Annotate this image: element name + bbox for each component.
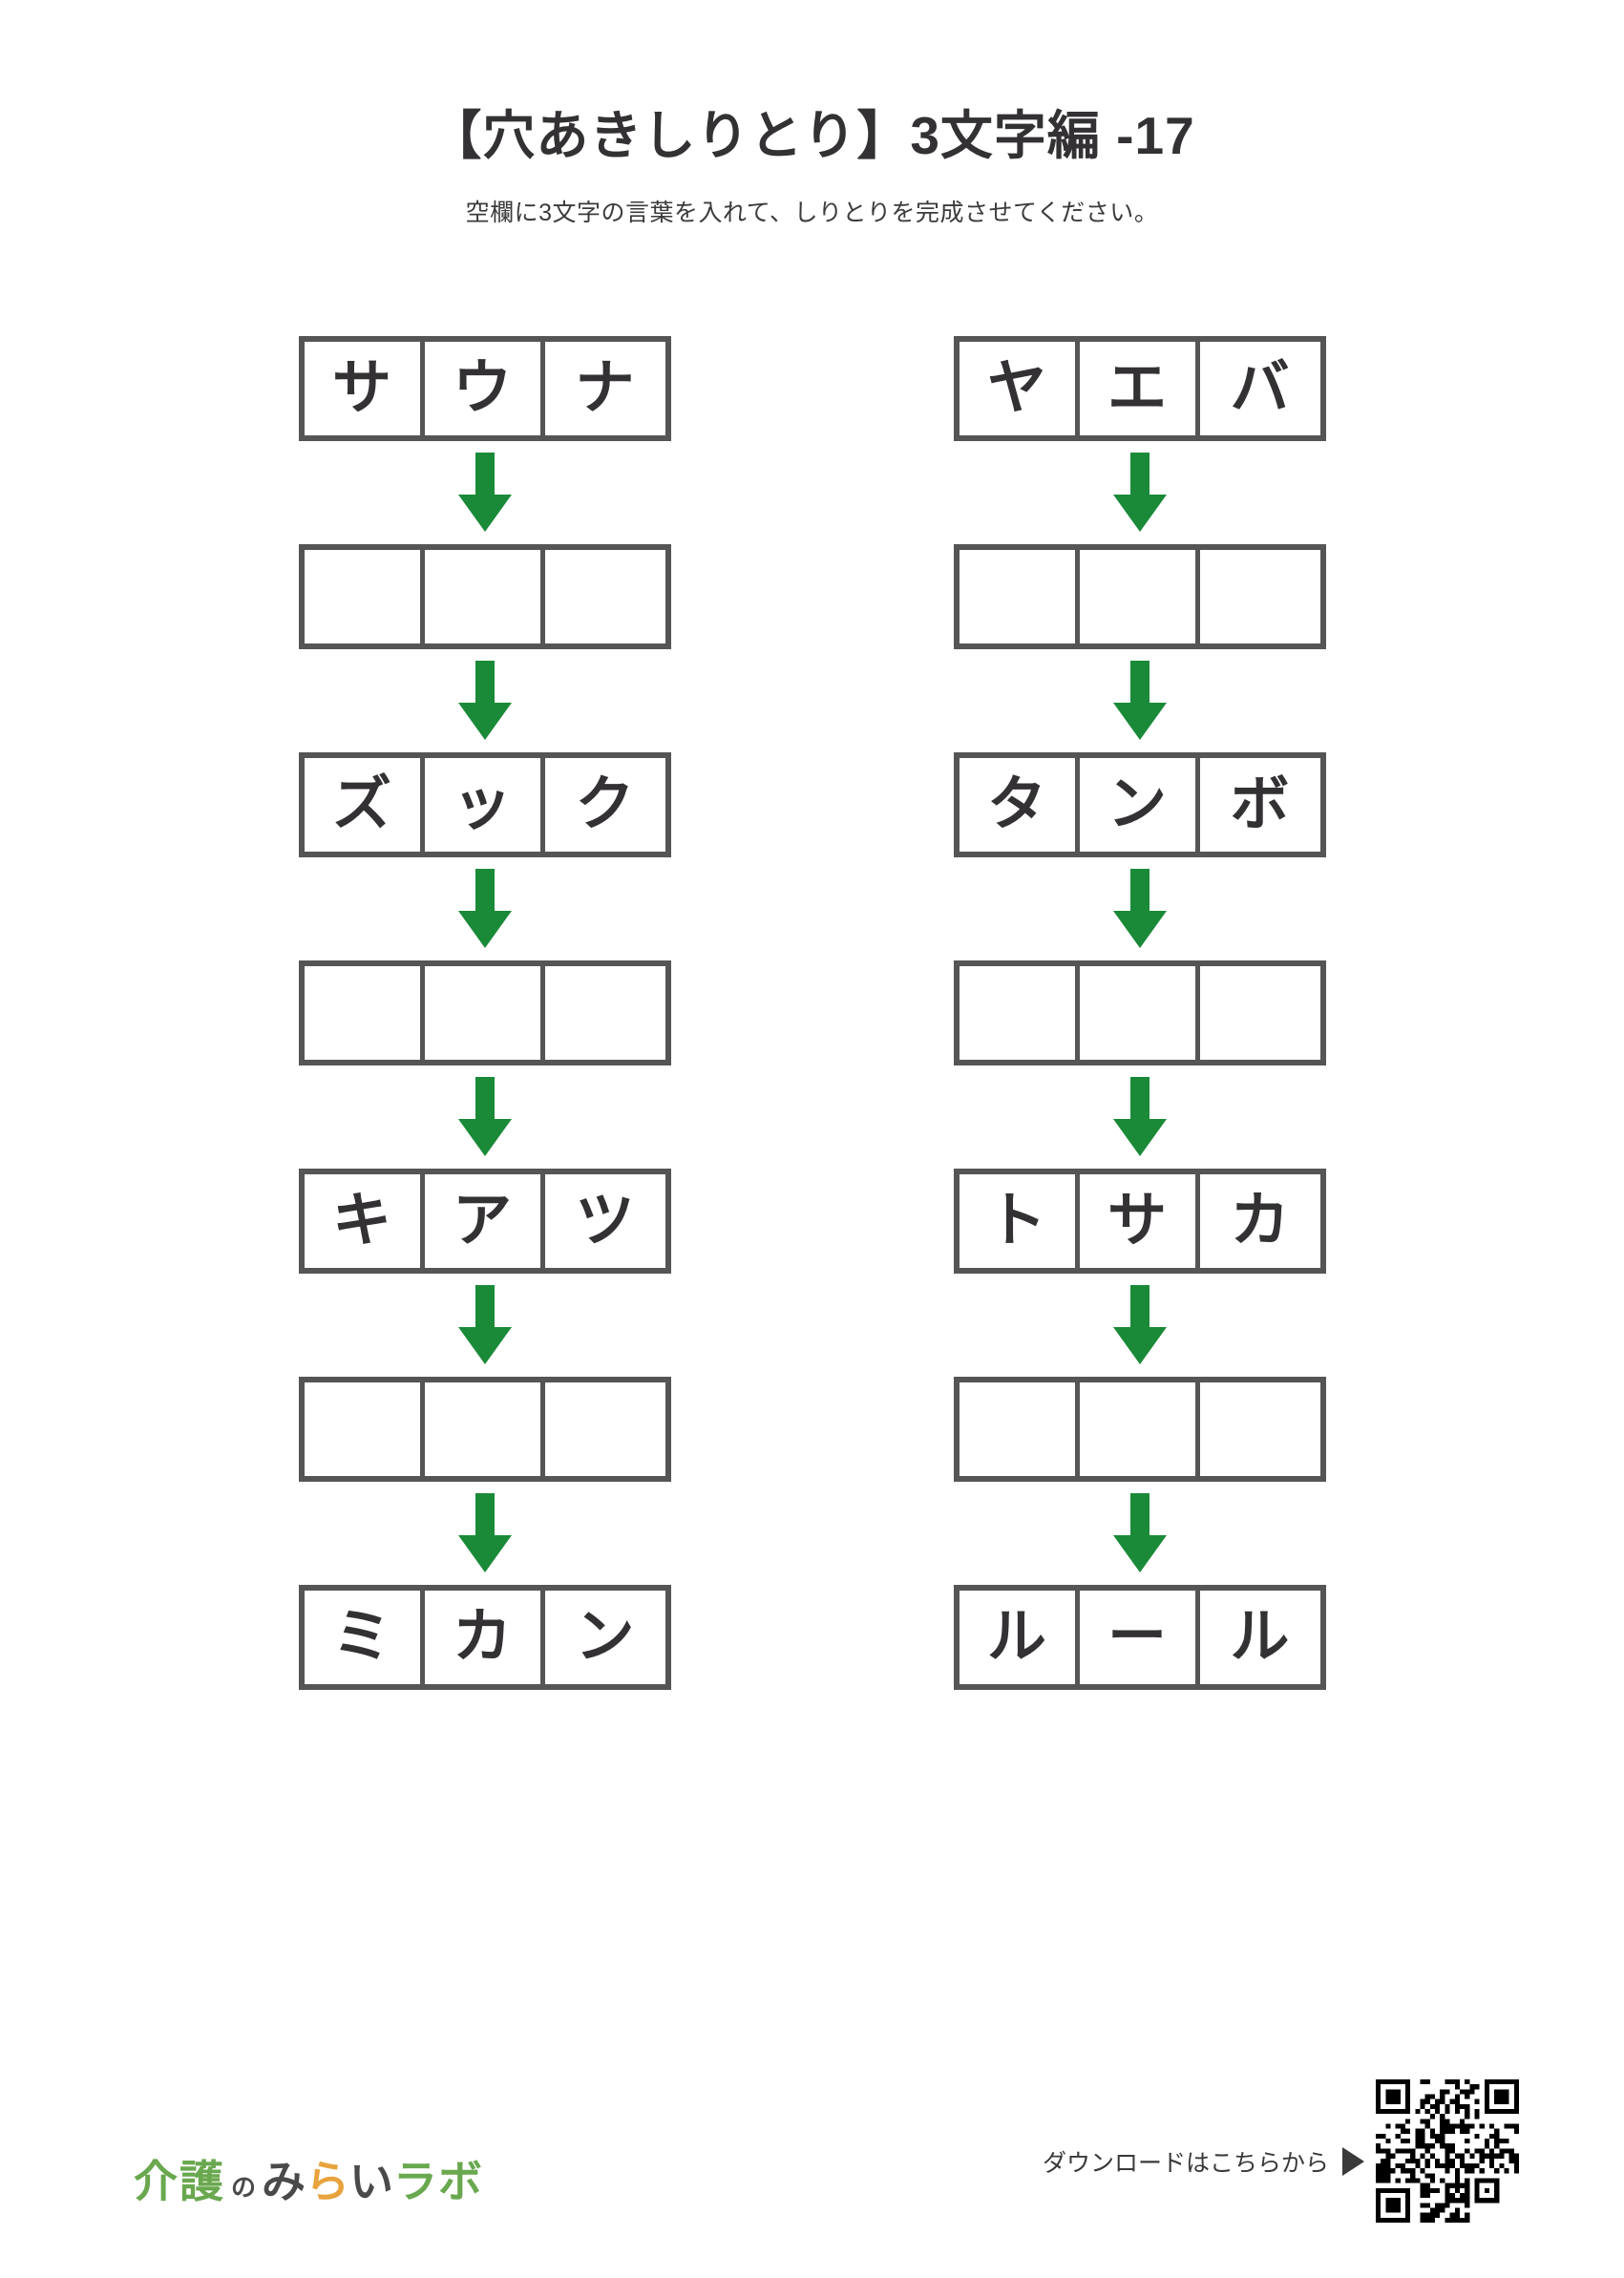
triangle-right-icon bbox=[1342, 2147, 1364, 2176]
arrow-slot bbox=[1112, 649, 1168, 752]
char-cell: ン bbox=[1079, 758, 1200, 852]
page-footer: 介護 の み ら い ラボ ダウンロードはこちらから bbox=[0, 2058, 1624, 2278]
answer-row[interactable] bbox=[953, 960, 1326, 1065]
arrow-slot bbox=[457, 857, 513, 960]
brand-logo: 介護 の み ら い ラボ bbox=[134, 2160, 483, 2204]
page-title: 【穴あきしりとり】3文字編 -17 bbox=[429, 106, 1195, 165]
answer-row[interactable] bbox=[953, 544, 1326, 649]
answer-cell[interactable] bbox=[424, 1382, 545, 1476]
logo-part-labo: ラボ bbox=[393, 2157, 484, 2206]
arrow-down-icon bbox=[457, 869, 512, 948]
puzzle-area: サウナズックキアツミカンヤエバタンボトサカルール bbox=[0, 336, 1624, 1690]
answer-cell[interactable] bbox=[544, 550, 665, 643]
arrow-slot bbox=[1112, 857, 1168, 960]
arrow-slot bbox=[457, 1065, 513, 1169]
answer-cell[interactable] bbox=[424, 966, 545, 1060]
arrow-down-icon bbox=[1112, 453, 1167, 532]
logo-part-ra: ら bbox=[306, 2157, 350, 2206]
char-cell: ル bbox=[1199, 1591, 1320, 1684]
answer-row[interactable] bbox=[298, 544, 671, 649]
arrow-slot bbox=[457, 1482, 513, 1585]
char-cell: ン bbox=[544, 1591, 665, 1684]
char-cell: サ bbox=[1079, 1174, 1200, 1268]
answer-cell[interactable] bbox=[304, 1382, 425, 1476]
answer-cell[interactable] bbox=[424, 550, 545, 643]
page-subtitle: 空欄に3文字の言葉を入れて、しりとりを完成させてください。 bbox=[465, 199, 1159, 226]
logo-part-mi: み bbox=[262, 2157, 306, 2206]
chain-left-chain: サウナズックキアツミカン bbox=[298, 336, 671, 1690]
answer-cell[interactable] bbox=[959, 550, 1080, 643]
char-cell: カ bbox=[1199, 1174, 1320, 1268]
page-header: 【穴あきしりとり】3文字編 -17 空欄に3文字の言葉を入れて、しりとりを完成さ… bbox=[0, 0, 1624, 228]
answer-row[interactable] bbox=[298, 960, 671, 1065]
answer-cell[interactable] bbox=[1079, 550, 1200, 643]
download-label: ダウンロードはこちらから bbox=[1042, 2150, 1329, 2177]
char-cell: カ bbox=[424, 1591, 545, 1684]
arrow-slot bbox=[1112, 1065, 1168, 1169]
char-cell: キ bbox=[304, 1174, 425, 1268]
word-row: タンボ bbox=[953, 752, 1326, 857]
word-row: ミカン bbox=[298, 1585, 671, 1690]
char-cell: ミ bbox=[304, 1591, 425, 1684]
char-cell: ア bbox=[424, 1174, 545, 1268]
word-row: ズック bbox=[298, 752, 671, 857]
arrow-down-icon bbox=[457, 453, 512, 532]
char-cell: ナ bbox=[544, 342, 665, 435]
word-row: ヤエバ bbox=[953, 336, 1326, 441]
answer-cell[interactable] bbox=[304, 550, 425, 643]
puzzle-columns: サウナズックキアツミカンヤエバタンボトサカルール bbox=[0, 336, 1624, 1690]
arrow-slot bbox=[1112, 1482, 1168, 1585]
char-cell: ー bbox=[1079, 1591, 1200, 1684]
arrow-down-icon bbox=[1112, 1493, 1167, 1572]
char-cell: ル bbox=[959, 1591, 1080, 1684]
qr-code-icon[interactable] bbox=[1376, 2079, 1519, 2223]
arrow-slot bbox=[1112, 1274, 1168, 1377]
download-cta[interactable]: ダウンロードはこちらから bbox=[1043, 2144, 1364, 2179]
arrow-slot bbox=[1112, 441, 1168, 544]
arrow-down-icon bbox=[457, 1493, 512, 1572]
char-cell: ウ bbox=[424, 342, 545, 435]
char-cell: ズ bbox=[304, 758, 425, 852]
char-cell: ク bbox=[544, 758, 665, 852]
arrow-down-icon bbox=[1112, 869, 1167, 948]
answer-cell[interactable] bbox=[959, 1382, 1080, 1476]
answer-row[interactable] bbox=[953, 1377, 1326, 1482]
arrow-down-icon bbox=[457, 1285, 512, 1364]
char-cell: ト bbox=[959, 1174, 1080, 1268]
char-cell: サ bbox=[304, 342, 425, 435]
word-row: トサカ bbox=[953, 1169, 1326, 1274]
logo-part-kaigo: 介護 bbox=[134, 2157, 225, 2206]
arrow-down-icon bbox=[1112, 1285, 1167, 1364]
logo-part-i: い bbox=[349, 2157, 394, 2206]
logo-part-no: の bbox=[231, 2173, 257, 2202]
answer-cell[interactable] bbox=[1199, 550, 1320, 643]
arrow-slot bbox=[457, 649, 513, 752]
word-row: ルール bbox=[953, 1585, 1326, 1690]
char-cell: タ bbox=[959, 758, 1080, 852]
char-cell: ヤ bbox=[959, 342, 1080, 435]
char-cell: バ bbox=[1199, 342, 1320, 435]
arrow-down-icon bbox=[457, 1077, 512, 1156]
char-cell: エ bbox=[1079, 342, 1200, 435]
char-cell: ツ bbox=[544, 1174, 665, 1268]
answer-cell[interactable] bbox=[1199, 1382, 1320, 1476]
word-row: キアツ bbox=[298, 1169, 671, 1274]
char-cell: ボ bbox=[1199, 758, 1320, 852]
arrow-down-icon bbox=[1112, 661, 1167, 740]
answer-cell[interactable] bbox=[1079, 1382, 1200, 1476]
word-row: サウナ bbox=[298, 336, 671, 441]
arrow-slot bbox=[457, 441, 513, 544]
arrow-down-icon bbox=[1112, 1077, 1167, 1156]
answer-cell[interactable] bbox=[544, 1382, 665, 1476]
char-cell: ッ bbox=[424, 758, 545, 852]
answer-row[interactable] bbox=[298, 1377, 671, 1482]
answer-cell[interactable] bbox=[1079, 966, 1200, 1060]
answer-cell[interactable] bbox=[304, 966, 425, 1060]
answer-cell[interactable] bbox=[544, 966, 665, 1060]
arrow-down-icon bbox=[457, 661, 512, 740]
arrow-slot bbox=[457, 1274, 513, 1377]
answer-cell[interactable] bbox=[1199, 966, 1320, 1060]
answer-cell[interactable] bbox=[959, 966, 1080, 1060]
chain-right-chain: ヤエバタンボトサカルール bbox=[953, 336, 1326, 1690]
